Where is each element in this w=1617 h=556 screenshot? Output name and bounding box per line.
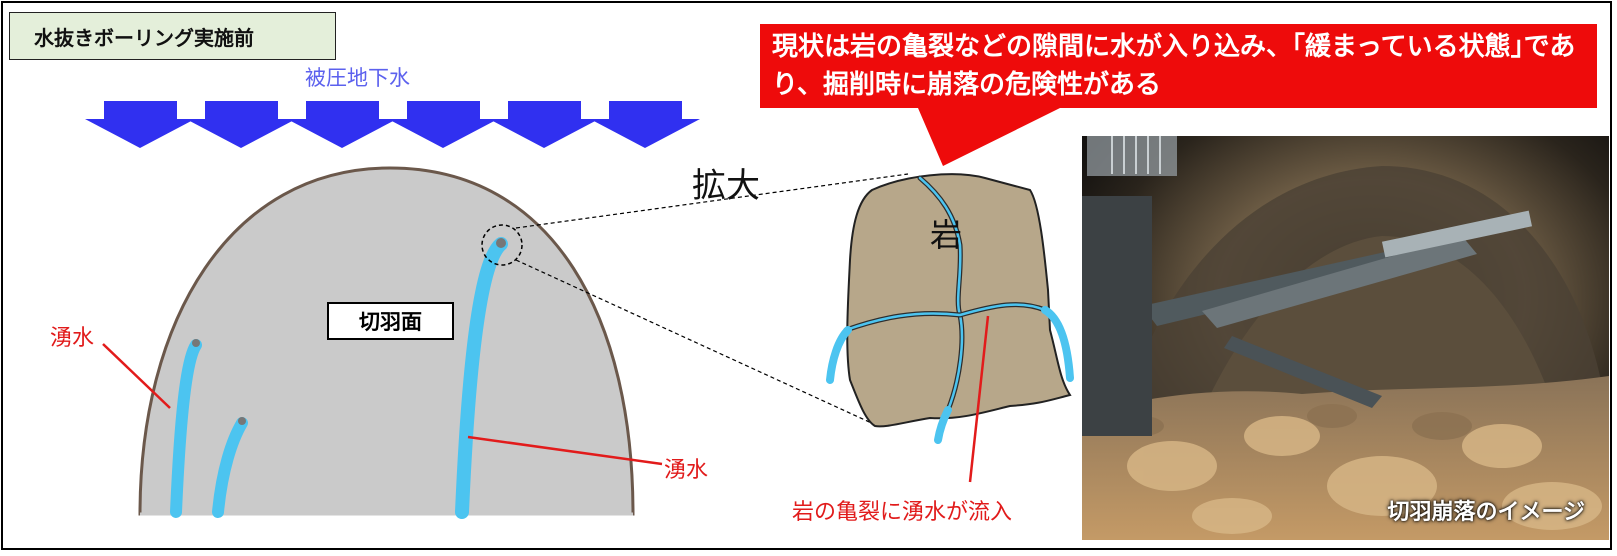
rock-label: 岩: [930, 216, 963, 254]
zoom-line-bottom: [515, 259, 879, 427]
arrow-2: [186, 101, 296, 148]
callout-box: [760, 24, 1597, 166]
crack-vertical-water: [918, 176, 964, 412]
crack-inflow-label: 岩の亀裂に湧水が流入: [792, 500, 1013, 525]
water-stream-middle: [212, 417, 248, 518]
rock-cracks: [843, 175, 1048, 413]
zoom-circle: [481, 224, 523, 266]
outflow-left: [826, 326, 852, 384]
water-stream-left: [170, 339, 202, 518]
outflow-right: [1041, 306, 1074, 382]
arrow-5: [489, 101, 599, 148]
callout-text: 現状は岩の亀裂などの隙間に水が入り込み、｢緩まっている状態｣であり、掘削時に崩落…: [772, 32, 1576, 100]
crack-horizontal-water: [844, 303, 1047, 332]
leader-line-right: [467, 435, 663, 466]
outflow-bottom: [934, 406, 952, 444]
water-pressure-label: 被圧地下水: [305, 66, 410, 90]
leader-line-left: [102, 343, 171, 409]
water-source-middle: [238, 417, 246, 425]
leader-line-crack: [968, 315, 990, 483]
water-stream-right: [455, 237, 508, 519]
zoom-line-top: [515, 173, 909, 229]
tunnel-face: [138, 166, 635, 516]
page-title: 水抜きボーリング実施前: [9, 12, 336, 60]
spring-water-label-left: 湧水: [50, 326, 95, 351]
spring-water-label-right: 湧水: [664, 458, 709, 483]
water-streams: [170, 237, 508, 519]
face-collapse-photo: 切羽崩落のイメージ: [1082, 136, 1609, 540]
face-collapse-photo-illustration: [1082, 136, 1609, 540]
face-label: 切羽面: [327, 302, 454, 340]
water-source-left: [192, 339, 200, 347]
rock-water-outflows: [826, 306, 1074, 444]
zoom-label: 拡大: [692, 166, 760, 206]
water-source-right: [496, 238, 506, 248]
arrow-4: [388, 101, 498, 148]
photo-caption: 切羽崩落のイメージ: [1387, 500, 1585, 525]
arrow-6: [590, 101, 700, 148]
water-pressure-arrows: [85, 101, 700, 148]
arrow-1: [85, 101, 195, 148]
arrow-3: [287, 101, 397, 148]
